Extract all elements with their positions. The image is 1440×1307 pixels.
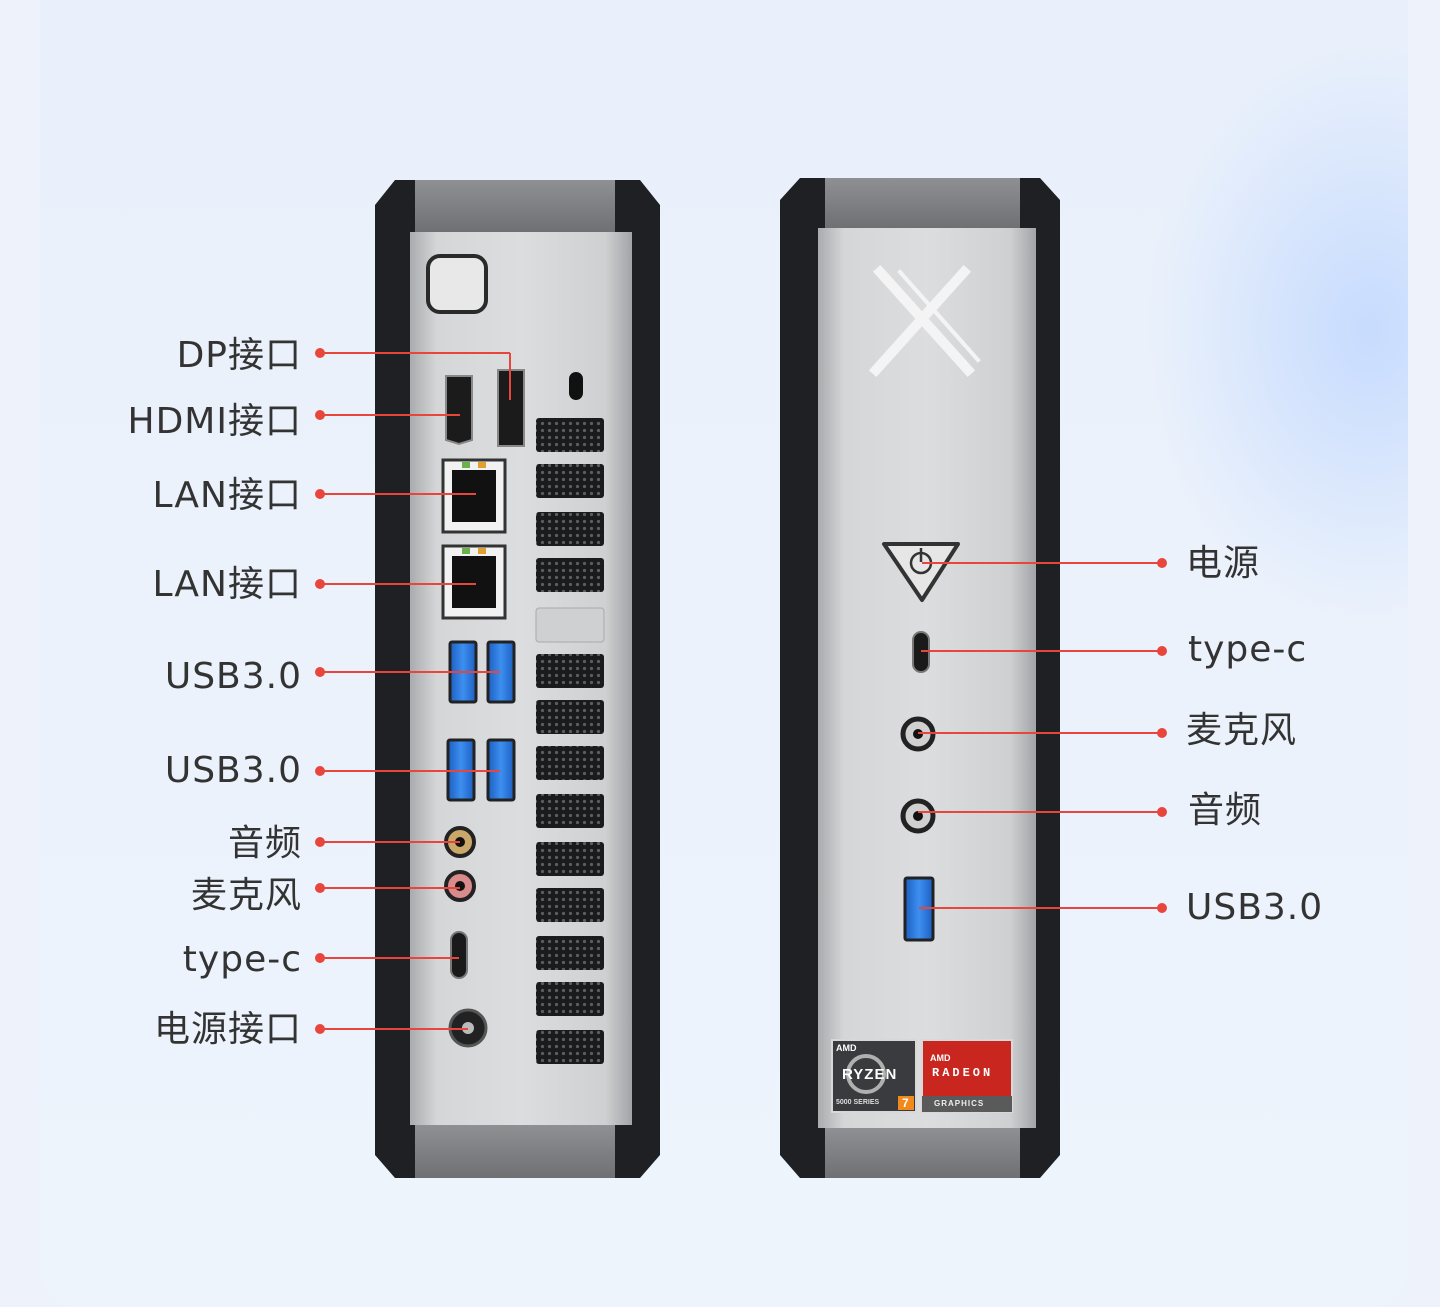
rear-unit	[375, 180, 660, 1178]
label-front-power: 电源	[1186, 543, 1261, 584]
ryzen-badge	[831, 1039, 917, 1113]
label-lan-port-1: LAN接口	[152, 475, 302, 516]
label-front-mic: 麦克风	[1186, 710, 1298, 751]
ryzen-main: RYZEN	[842, 1066, 898, 1083]
label-front-usb: USB3.0	[1186, 887, 1324, 928]
label-mic: 麦克风	[190, 875, 302, 916]
label-audio: 音频	[227, 823, 302, 864]
hdmi-port	[445, 375, 473, 446]
radeon-sub: GRAPHICS	[934, 1099, 985, 1108]
background-card	[40, 0, 1408, 1307]
lan-port-1	[441, 458, 507, 534]
label-usb-lower: USB3.0	[164, 750, 302, 791]
front-unit	[780, 178, 1060, 1178]
label-dp-port: DP接口	[176, 335, 302, 376]
vent-grille	[535, 418, 605, 1064]
type-c-port	[450, 931, 468, 979]
x-logo-icon	[868, 264, 981, 378]
label-front-audio: 音频	[1188, 790, 1263, 831]
radeon-badge	[921, 1039, 1013, 1113]
radeon-main: RADEON	[932, 1066, 994, 1080]
lan-port-2	[441, 544, 507, 620]
label-type-c: type-c	[182, 939, 302, 980]
label-power-jack: 电源接口	[153, 1009, 302, 1050]
radeon-top: AMD	[930, 1053, 951, 1063]
lock-slot	[569, 372, 583, 400]
right-callouts	[918, 558, 1167, 913]
ryzen-series: 5000 SERIES	[836, 1099, 880, 1106]
left-callouts	[315, 348, 511, 1034]
ryzen-tier: 7	[902, 1096, 909, 1110]
ryzen-top: AMD	[836, 1043, 857, 1053]
label-usb-upper: USB3.0	[164, 656, 302, 697]
label-front-type-c: type-c	[1188, 629, 1308, 670]
label-lan-port-2: LAN接口	[152, 564, 302, 605]
rear-button	[426, 254, 488, 314]
label-hdmi-port: HDMI接口	[127, 401, 302, 442]
dp-port	[497, 369, 525, 447]
